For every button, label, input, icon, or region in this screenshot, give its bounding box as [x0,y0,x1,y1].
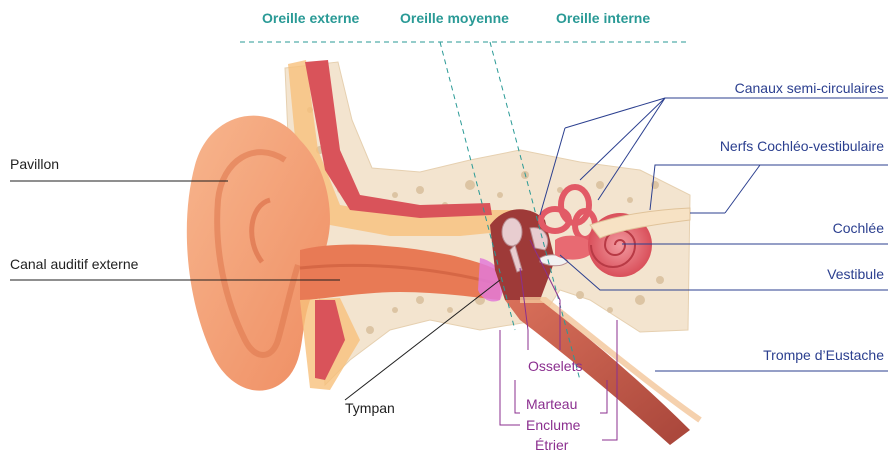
label-enclume: Enclume [526,417,580,433]
label-pavillon: Pavillon [10,156,59,172]
label-tympan: Tympan [345,400,395,416]
label-trompe-eustache: Trompe d’Eustache [763,347,884,363]
label-canaux-semi-circulaires: Canaux semi-circulaires [735,80,884,96]
label-vestibule: Vestibule [827,266,884,282]
label-etrier: Étrier [535,437,568,453]
label-nerfs-cochleo-vestibulaire: Nerfs Cochléo-vestibulaire [720,138,884,154]
section-title-outer: Oreille externe [262,10,359,26]
section-title-middle: Oreille moyenne [400,10,509,26]
section-title-inner: Oreille interne [556,10,650,26]
label-cochlee: Cochlée [833,220,884,236]
label-canal-auditif: Canal auditif externe [10,256,138,272]
label-marteau: Marteau [526,396,577,412]
label-osselets: Osselets [528,358,582,374]
